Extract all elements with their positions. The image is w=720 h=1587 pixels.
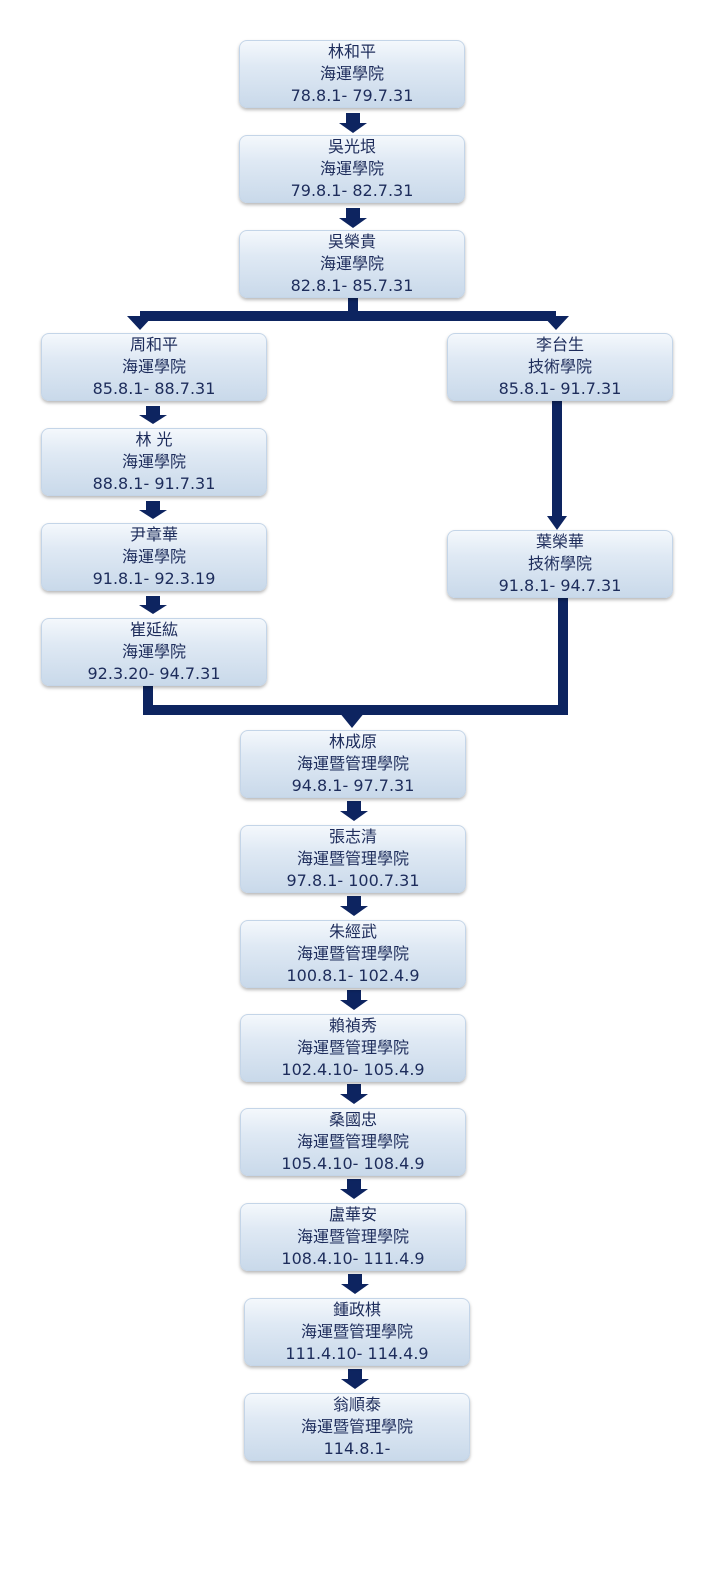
node-term: 78.8.1- 79.7.31 [290,86,414,105]
node-term: 79.8.1- 82.7.31 [290,181,414,200]
node-term: 111.4.10- 114.4.9 [285,1344,429,1363]
node-box: 林 光海運學院 88.8.1- 91.7.31 [41,428,267,496]
down-arrow-icon [340,801,368,821]
node-term: 100.8.1- 102.4.9 [286,966,420,985]
node-college: 海運暨管理學院 [296,1132,409,1151]
node-college: 海運暨管理學院 [296,754,409,773]
node-name: 崔延紘 [129,620,178,639]
node-college: 海運暨管理學院 [296,849,409,868]
down-arrow-icon [139,596,167,614]
node-name: 葉榮華 [535,532,584,551]
node-term: 102.4.10- 105.4.9 [281,1060,425,1079]
node-name: 林 光 [135,430,173,449]
node-name: 翁順泰 [332,1395,381,1414]
down-arrow-icon [341,1369,369,1389]
node-name: 盧華安 [328,1205,377,1224]
node-box: 周和平海運學院 85.8.1- 88.7.31 [41,333,267,401]
arrowhead-icon [547,516,567,530]
down-arrow-icon [339,208,367,228]
node-college: 海運暨管理學院 [300,1322,413,1341]
down-arrow-icon [340,1084,368,1104]
node-name: 吳光垠 [327,137,376,156]
node-college: 海運學院 [121,642,186,661]
node-name: 吳榮貴 [327,232,376,251]
node-name: 尹章華 [129,525,178,544]
node-college: 海運學院 [319,64,384,83]
node-college: 海運暨管理學院 [296,1038,409,1057]
down-arrow-icon [139,501,167,519]
node-box: 李台生技術學院 85.8.1- 91.7.31 [447,333,673,401]
node-box: 翁順泰海運暨管理學院 114.8.1- [244,1393,470,1461]
node-box: 吳光垠海運學院 79.8.1- 82.7.31 [239,135,465,203]
node-term: 82.8.1- 85.7.31 [290,276,414,295]
node-box: 崔延紘海運學院 92.3.20- 94.7.31 [41,618,267,686]
node-college: 技術學院 [527,357,592,376]
node-college: 海運學院 [319,254,384,273]
arrowhead-icon [543,316,569,330]
down-arrow-icon [339,113,367,133]
node-term: 88.8.1- 91.7.31 [92,474,216,493]
node-college: 海運學院 [121,547,186,566]
node-name: 李台生 [535,335,584,354]
node-term: 94.8.1- 97.7.31 [291,776,415,795]
node-college: 海運學院 [319,159,384,178]
node-box: 尹章華海運學院 91.8.1- 92.3.19 [41,523,267,591]
down-arrow-icon [139,406,167,424]
node-name: 周和平 [129,335,178,354]
node-box: 林成原海運暨管理學院 94.8.1- 97.7.31 [240,730,466,798]
node-term: 91.8.1- 94.7.31 [498,576,622,595]
node-term: 105.4.10- 108.4.9 [281,1154,425,1173]
node-name: 林成原 [328,732,377,751]
node-term: 97.8.1- 100.7.31 [286,871,420,890]
node-box: 張志清海運暨管理學院 97.8.1- 100.7.31 [240,825,466,893]
connector-line [143,598,568,715]
node-college: 海運暨管理學院 [296,944,409,963]
node-box: 鍾政棋海運暨管理學院 111.4.10- 114.4.9 [244,1298,470,1366]
node-college: 海運學院 [121,452,186,471]
node-name: 張志清 [328,827,377,846]
node-name: 桑國忠 [328,1110,377,1129]
node-term: 91.8.1- 92.3.19 [92,569,216,588]
node-name: 林和平 [327,42,376,61]
node-term: 85.8.1- 91.7.31 [498,379,622,398]
node-box: 賴禎秀海運暨管理學院 102.4.10- 105.4.9 [240,1014,466,1082]
node-term: 108.4.10- 111.4.9 [281,1249,425,1268]
node-term: 92.3.20- 94.7.31 [87,664,221,683]
arrowhead-icon [339,712,365,728]
down-arrow-icon [341,1274,369,1294]
node-box: 朱經武海運暨管理學院 100.8.1- 102.4.9 [240,920,466,988]
node-name: 賴禎秀 [328,1016,377,1035]
down-arrow-icon [340,896,368,916]
node-box: 林和平海運學院 78.8.1- 79.7.31 [239,40,465,108]
node-box: 葉榮華技術學院 91.8.1- 94.7.31 [447,530,673,598]
node-college: 海運暨管理學院 [296,1227,409,1246]
node-term: 114.8.1- [323,1439,391,1458]
node-term: 85.8.1- 88.7.31 [92,379,216,398]
node-name: 鍾政棋 [332,1300,381,1319]
node-college: 海運暨管理學院 [300,1417,413,1436]
node-box: 盧華安海運暨管理學院 108.4.10- 111.4.9 [240,1203,466,1271]
node-college: 海運學院 [121,357,186,376]
down-arrow-icon [340,1179,368,1199]
arrowhead-icon [127,316,153,330]
connector-line [140,298,358,321]
down-arrow-icon [340,990,368,1010]
node-box: 吳榮貴海運學院 82.8.1- 85.7.31 [239,230,465,298]
node-box: 桑國忠海運暨管理學院 105.4.10- 108.4.9 [240,1108,466,1176]
node-name: 朱經武 [328,922,377,941]
node-college: 技術學院 [527,554,592,573]
